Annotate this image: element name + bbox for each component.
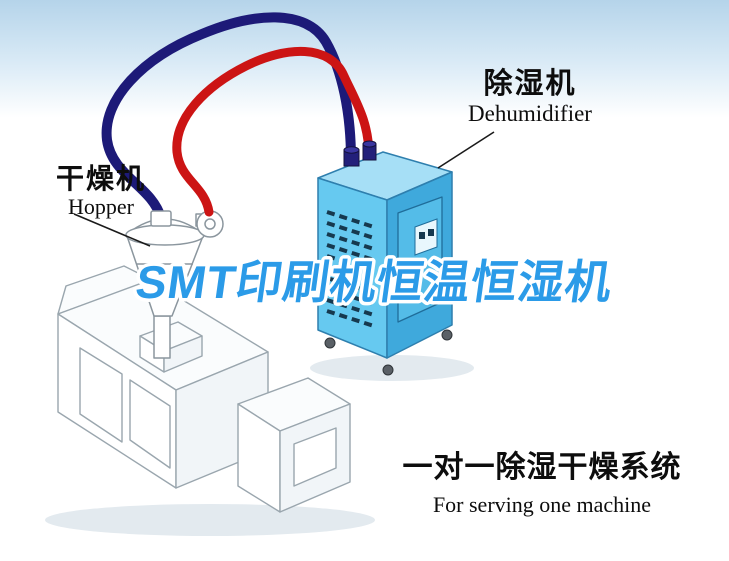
hopper-callout: 干燥机 Hopper <box>36 163 166 219</box>
dehumidifier-illustration <box>310 151 474 381</box>
control-button <box>419 232 425 239</box>
dehumidifier-pointer-line <box>437 131 495 169</box>
hopper-drop-tube <box>153 315 171 359</box>
hopper-lid-fitting <box>150 210 172 227</box>
blower-hub <box>204 218 216 230</box>
hopper-pointer-line <box>73 213 151 247</box>
dehumidifier-control-panel <box>414 218 438 256</box>
machine-door-left <box>79 347 123 443</box>
feeder-throat-side <box>163 335 203 373</box>
control-button <box>428 229 434 236</box>
table-panel <box>293 427 337 487</box>
system-caption-cn: 一对一除湿干燥系统 <box>402 451 682 484</box>
dehumidifier-vent-grille <box>326 210 375 328</box>
dehumidifier-label-cn: 除湿机 <box>483 68 577 100</box>
hopper-flange <box>125 224 205 246</box>
system-caption-en: For serving one machine <box>432 492 652 517</box>
dehumidifier-label-en: Dehumidifier <box>468 101 592 127</box>
port-collar <box>362 140 377 148</box>
extruder-machine-illustration <box>45 265 375 536</box>
hopper-label-en: Hopper <box>68 194 134 220</box>
system-caption: 一对一除湿干燥系统 For serving one machine <box>394 450 690 518</box>
pipe-fittings <box>150 140 377 227</box>
door-handle <box>402 258 405 286</box>
caster-wheels <box>324 329 453 376</box>
machine-shadow <box>45 504 375 536</box>
port-collar <box>343 146 360 154</box>
machine-door-right <box>129 379 171 469</box>
hopper-label-cn: 干燥机 <box>55 163 146 194</box>
watermark-title: SMT印刷机恒温恒湿机 <box>133 256 616 308</box>
dehumidifier-callout: 除湿机 Dehumidifier <box>446 68 614 127</box>
dry-air-pipe-red <box>172 47 374 217</box>
